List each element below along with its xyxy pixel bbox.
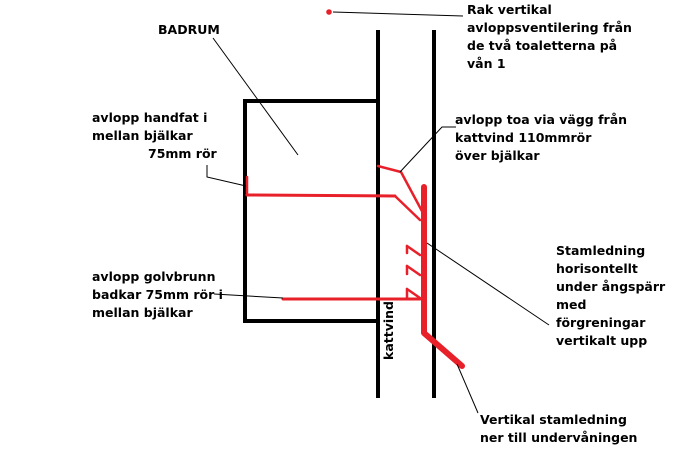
label-stamledning: Stamledning horisontellt under ångspärr … [556,243,666,348]
label-toa: avlopp toa via vägg från kattvind 110mmr… [455,112,628,163]
pipe-branch-4 [405,287,422,300]
label-handfat: avlopp handfat i mellan bjälkar [92,110,208,143]
label-rak-vertikal: Rak vertikal avloppsventilering från de … [467,2,632,71]
leader-handfat [206,165,247,187]
label-golvbrunn: avlopp golvbrunn badkar 75mm rör i mella… [92,269,223,320]
label-vertikal-stam: Vertikal stamledning ner till undervånin… [480,412,638,445]
leader-rak-vertikal [332,11,464,17]
leader-badrum [212,37,299,156]
pipe-branch-3 [405,264,422,277]
leader-toa [399,126,456,173]
pipe-branch-1 [393,194,422,222]
leader-vertikal-stam [456,363,479,414]
label-kattvind: kattvind [381,301,396,360]
pipe-handfat [245,193,397,198]
pipe-stamledning [421,184,465,369]
leader-golvbrunn [213,293,284,299]
label-badrum: BADRUM [158,22,220,37]
vent-dot [326,9,332,15]
pipes [245,164,465,369]
pipe-toa [376,164,425,215]
label-handfat-size: 75mm rör [148,146,217,161]
leader-stamledning [426,242,550,326]
leader-lines [206,11,550,414]
pipe-branch-2 [405,244,422,257]
bathroom-outline [243,99,380,323]
